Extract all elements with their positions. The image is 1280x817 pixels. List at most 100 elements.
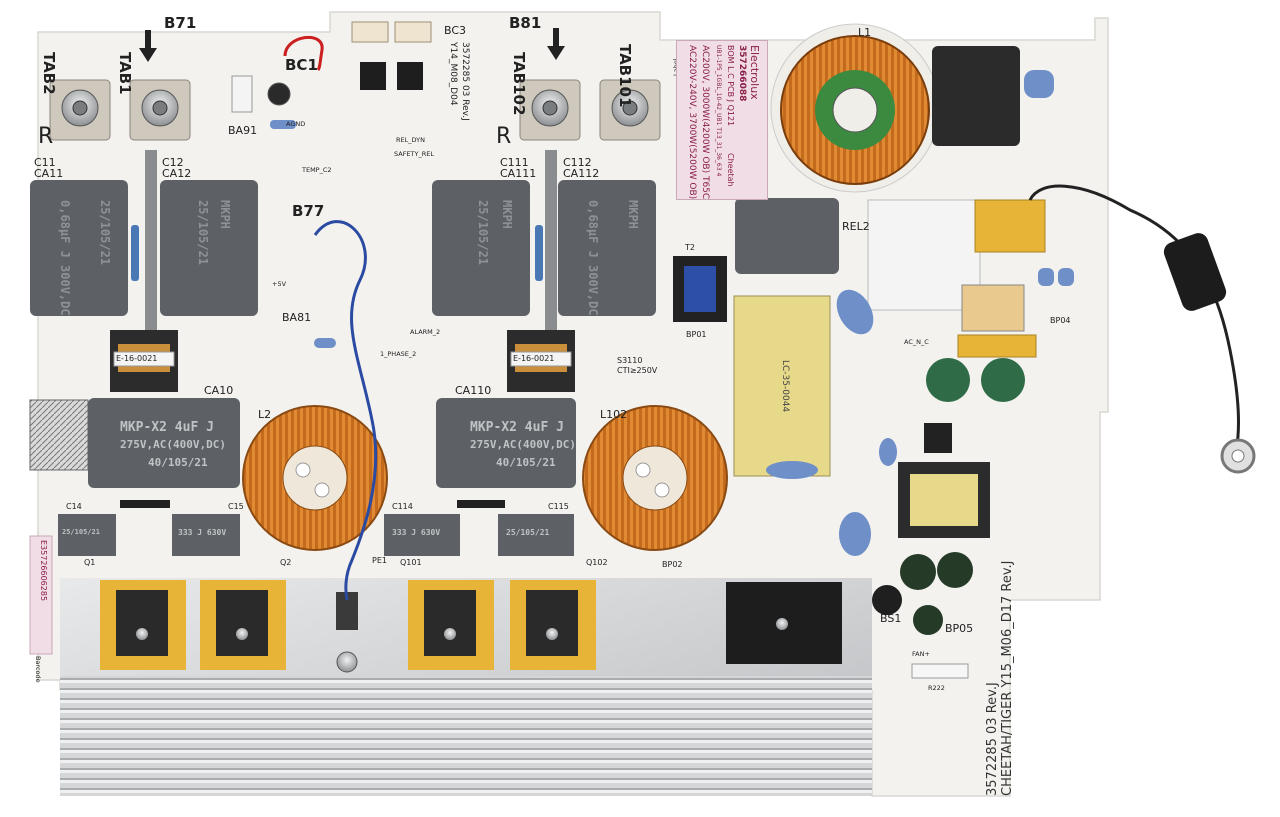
capacitor-c115	[498, 514, 574, 556]
label-b81: B81	[509, 14, 542, 32]
label-bc1: BC1	[285, 56, 318, 74]
silk-alarm: ALARM_2	[410, 328, 441, 336]
label-b71: B71	[164, 14, 197, 32]
cap-c114-text: 333 J 630V	[392, 528, 441, 537]
electrolytic-cap	[937, 552, 973, 588]
heatsink-fins	[60, 676, 872, 796]
lc-label: LC-35-0044	[780, 360, 790, 413]
label-tab1: TAB1	[116, 52, 134, 95]
product-sticker: Electrolux 357266088 BOM L.C PCB J Q121 …	[676, 40, 768, 200]
label-ba91: BA91	[228, 124, 258, 137]
label-t2: T2	[685, 243, 695, 252]
label-c14: C14	[66, 502, 82, 511]
label-ca11: CA11	[34, 167, 64, 180]
capacitor-ca111	[432, 180, 530, 316]
label-tab102: TAB102	[510, 52, 528, 116]
sticker-line1: UB1-1P5_1GBL_10-42_UB1 T13_31_36_63 4	[715, 45, 722, 177]
top-part-number: 3572285 03 Rev.J	[460, 42, 470, 121]
toroid-l1	[770, 23, 940, 193]
label-c112: C112	[563, 156, 592, 169]
blue-cap	[1024, 70, 1054, 98]
capacitor-c15	[172, 514, 240, 556]
blue-bead	[270, 120, 296, 129]
sticker-line3: AC220V-240V, 3700W(5200W OB)	[687, 45, 697, 200]
label-ca110: CA110	[455, 384, 492, 397]
sticker-line2: AC200V, 3000W(4200W OB) T65C	[700, 45, 710, 200]
silk-cti: CTI≥250V	[617, 366, 658, 375]
silk-agnd: AGND	[286, 120, 306, 128]
cap-ca110-line2: 275V,AC(400V,DC)	[470, 438, 576, 451]
ic-chip	[924, 423, 952, 453]
label-c12: C12	[162, 156, 184, 169]
model-line: CHEETAH/TIGER Y15_M06_D17 Rev.J	[1000, 560, 1015, 796]
side-barcode-sticker	[29, 535, 53, 655]
small-capacitor	[267, 82, 291, 106]
label-tab101: TAB101	[616, 44, 634, 108]
relay-rel2	[735, 198, 839, 274]
cap-ca10-line2: 275V,AC(400V,DC)	[120, 438, 226, 451]
pe1-terminal	[336, 592, 358, 630]
electrolytic-cap	[913, 605, 943, 635]
capacitor-ca110	[436, 398, 576, 488]
sticker-brand: Electrolux	[748, 45, 761, 100]
label-ca10: CA10	[204, 384, 234, 397]
blue-capacitor	[766, 461, 818, 479]
toroid-l102	[582, 405, 728, 551]
silk-temp: TEMP_C2	[302, 166, 332, 174]
label-c114: C114	[392, 502, 413, 511]
silk-plus5v: +5V	[272, 280, 287, 288]
cap-ca110-line3: 40/105/21	[496, 456, 556, 469]
cap-ca12-text: 25/105/21	[196, 200, 210, 266]
capacitor-ca12	[160, 180, 258, 316]
blue-wire	[313, 220, 378, 601]
label-l1: L1	[858, 26, 872, 39]
side-barcode: E35726606285	[39, 540, 48, 602]
sticker-bom: BOM L.C PCB J Q121	[726, 45, 735, 127]
ic02	[397, 62, 423, 90]
silk-rel-dyn: REL_DYN	[396, 136, 425, 144]
cap-c115-text: 25/105/21	[506, 528, 550, 537]
fan-connector	[911, 663, 969, 679]
hatched-area	[29, 399, 89, 471]
diode	[457, 500, 505, 508]
cap-ca11-code: 25/105/21	[98, 200, 112, 266]
label-bp05: BP05	[945, 622, 974, 635]
cap-ca112-text: 0,68µF J 300V,DC	[586, 200, 600, 316]
arrow-down-icon	[547, 28, 565, 60]
part-number: 3572285 03 Rev.J	[985, 682, 1000, 796]
electrolytic-cap	[981, 358, 1025, 402]
label-r-right: R	[496, 124, 512, 149]
connector-bc	[351, 21, 389, 43]
standoff	[145, 150, 157, 330]
resistor	[131, 225, 139, 281]
label-bs1: BS1	[880, 612, 902, 625]
label-c115: C115	[548, 502, 569, 511]
label-l2: L2	[258, 408, 272, 421]
capacitor-ca112	[558, 180, 656, 316]
silk-ac-n-c: AC_N_C	[904, 338, 929, 346]
connector-ba91	[231, 75, 253, 113]
top-part-line2: Y14_M08_D04	[448, 42, 458, 106]
standoff	[545, 150, 557, 330]
cap-ca111-text: 25/105/21	[476, 200, 490, 266]
cap-c15-text: 333 J 630V	[178, 528, 227, 537]
connector-bc3	[394, 21, 432, 43]
cap-ca10-line1: MKP-X2 4uF J	[120, 420, 214, 435]
label-bp01: BP01	[686, 330, 707, 339]
blue-bead	[1038, 268, 1054, 286]
relay-white	[867, 199, 981, 311]
sticker-part: 357266088	[737, 45, 747, 102]
blue-bead	[314, 338, 336, 348]
label-c15: C15	[228, 502, 244, 511]
igbt-q1	[100, 580, 186, 670]
label-ca111: CA111	[500, 167, 537, 180]
label-ca12: CA12	[162, 167, 192, 180]
t101-label: E-16-0021	[513, 354, 555, 363]
label-bp04: BP04	[1050, 316, 1071, 325]
capacitor-c114	[384, 514, 460, 556]
electrolytic-cap	[900, 554, 936, 590]
cap-ca11-text: 0,68µF J 300V,DC	[58, 200, 72, 316]
label-ca112: CA112	[563, 167, 600, 180]
ferrite-core	[1163, 233, 1227, 311]
